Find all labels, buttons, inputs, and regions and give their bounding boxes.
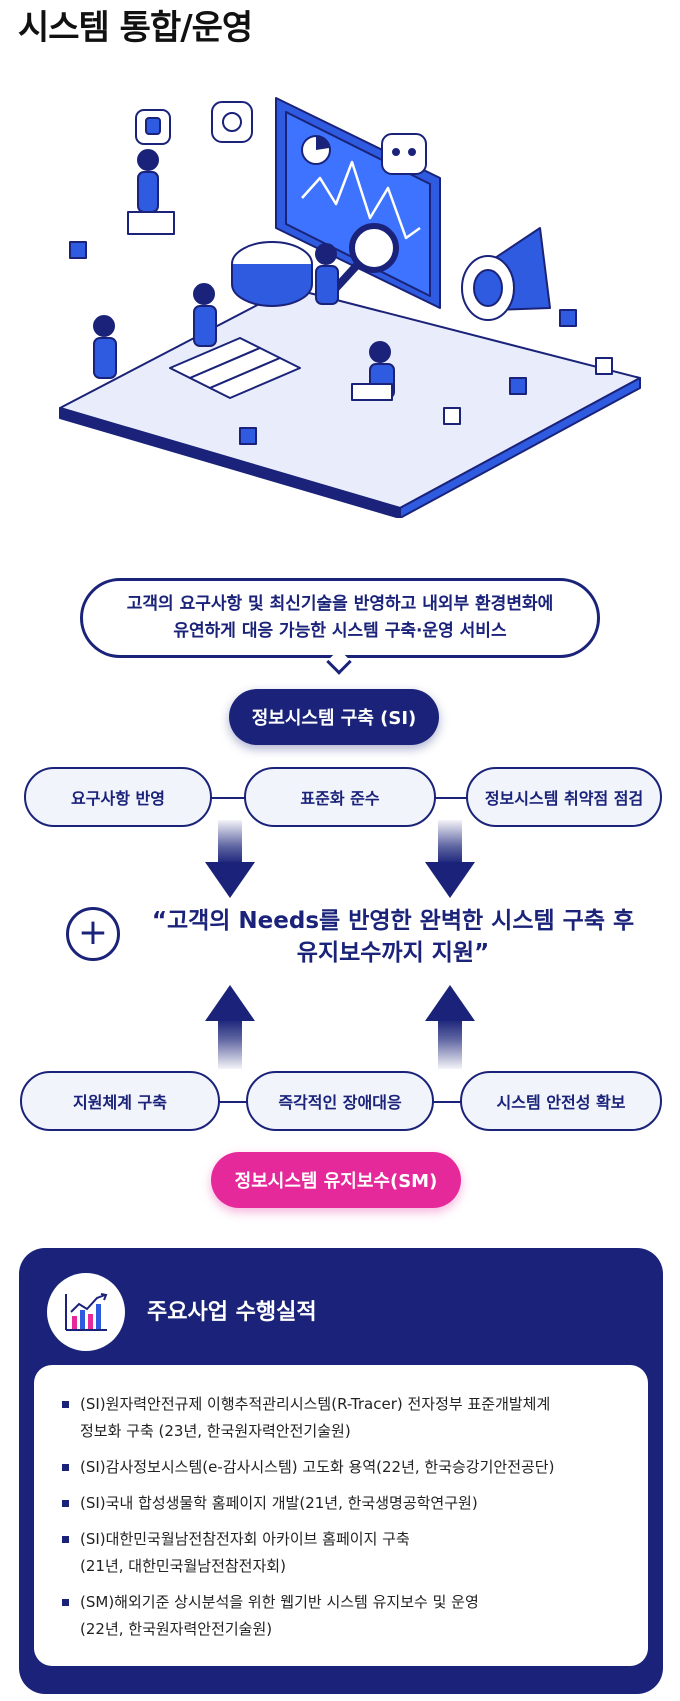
bar-chart-icon [47, 1273, 125, 1351]
claim-block: + “고객의 Needs를 반영한 완벽한 시스템 구축 후 유지보수까지 지원… [66, 905, 656, 995]
up-arrow-right [425, 985, 475, 1069]
si-chip-requirements: 요구사항 반영 [24, 767, 212, 827]
platform-shape [59, 287, 641, 509]
performance-panel: 주요사업 수행실적 (SI)원자력안전규제 이행추적관리시스템(R-Tracer… [19, 1248, 663, 1694]
si-chip-standards: 표준화 준수 [244, 767, 436, 827]
si-connector-right [434, 797, 470, 799]
sm-chip-support-system: 지원체계 구축 [20, 1071, 220, 1131]
down-arrow-left [205, 820, 255, 898]
person-figure-1 [127, 149, 175, 235]
list-item: (SI)국내 합성생물학 홈페이지 개발(21년, 한국생명공학연구원) [62, 1490, 620, 1517]
list-item: (SM)해외기준 상시분석을 위한 웹기반 시스템 유지보수 및 운영 (22년… [62, 1589, 620, 1643]
performance-list: (SI)원자력안전규제 이행추적관리시스템(R-Tracer) 전자정부 표준개… [34, 1365, 648, 1666]
service-description-bubble: 고객의 요구사항 및 최신기술을 반영하고 내외부 환경변화에 유연하게 대응 … [80, 578, 600, 658]
list-item: (SI)원자력안전규제 이행추적관리시스템(R-Tracer) 전자정부 표준개… [62, 1391, 620, 1445]
list-item: (SI)감사정보시스템(e-감사시스템) 고도화 용역(22년, 한국승강기안전… [62, 1454, 620, 1481]
si-chip-vulnerability: 정보시스템 취약점 점검 [466, 767, 662, 827]
sm-connector-right [432, 1101, 462, 1103]
person-figure-2 [193, 283, 217, 347]
si-label: 정보시스템 구축 (SI) [229, 689, 439, 745]
down-arrow-right [425, 820, 475, 898]
performance-title: 주요사업 수행실적 [147, 1300, 317, 1325]
plus-icon: + [66, 907, 120, 961]
sm-connector-left [218, 1101, 248, 1103]
person-figure-4 [351, 341, 395, 401]
sm-chip-stability: 시스템 안전성 확보 [460, 1071, 662, 1131]
person-figure-3 [315, 243, 339, 305]
magnifier-shape [349, 223, 399, 273]
person-figure-5 [93, 315, 117, 379]
gear-icon [211, 101, 253, 143]
sm-label: 정보시스템 유지보수(SM) [211, 1152, 461, 1208]
page-title: 시스템 통합/운영 [18, 8, 253, 48]
claim-text: “고객의 Needs를 반영한 완벽한 시스템 구축 후 유지보수까지 지원” [151, 908, 635, 966]
list-item: (SI)대한민국월남전참전자회 아카이브 홈페이지 구축 (21년, 대한민국월… [62, 1526, 620, 1580]
up-arrow-left [205, 985, 255, 1069]
sm-chip-incident-response: 즉각적인 장애대응 [246, 1071, 434, 1131]
si-connector-left [210, 797, 246, 799]
smile-icon [381, 133, 427, 175]
system-integration-illustration [59, 97, 641, 518]
